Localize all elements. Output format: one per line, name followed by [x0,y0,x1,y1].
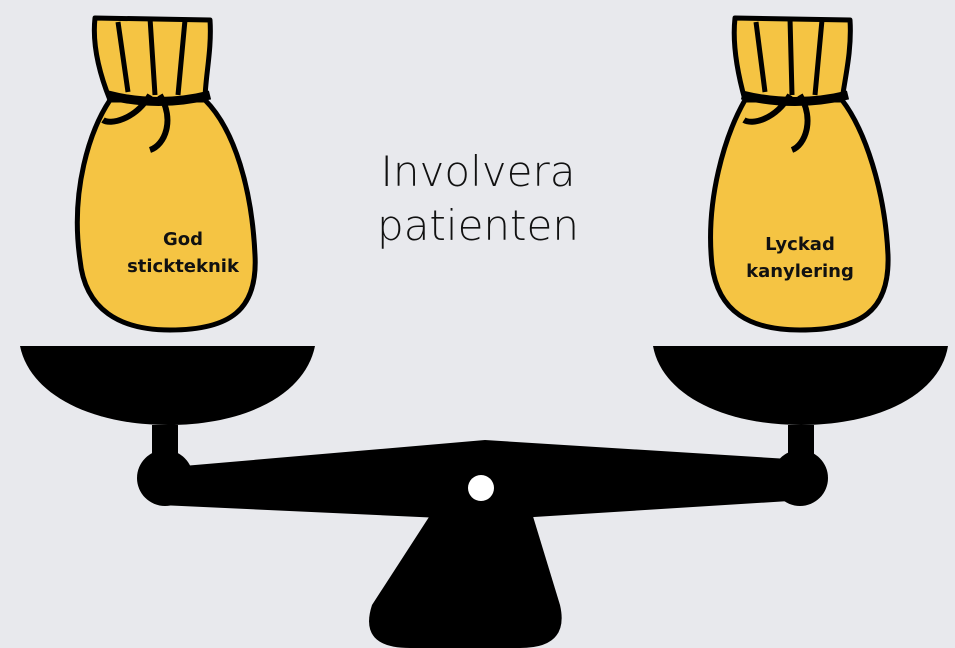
scale-base [369,500,562,648]
left-bag-label-line-2: stickteknik [127,256,239,277]
right-bag-label-line-1: Lyckad [765,234,835,255]
left-bag-label-line-1: God [162,229,204,250]
right-pan [653,346,948,425]
left-pan [20,346,315,425]
left-money-bag [74,15,258,333]
right-bag-label: Lyckad kanylering [705,231,895,285]
right-beam-joint [772,450,828,506]
right-money-bag [708,15,891,333]
center-label-line-2: patienten [377,201,579,250]
center-label-line-1: Involvera [380,147,576,196]
left-bag-label: God stickteknik [88,226,278,280]
left-beam-joint [137,450,193,506]
pivot-pin [468,475,494,501]
center-label: Involvera patienten [318,145,638,253]
right-bag-label-line-2: kanylering [746,261,854,282]
